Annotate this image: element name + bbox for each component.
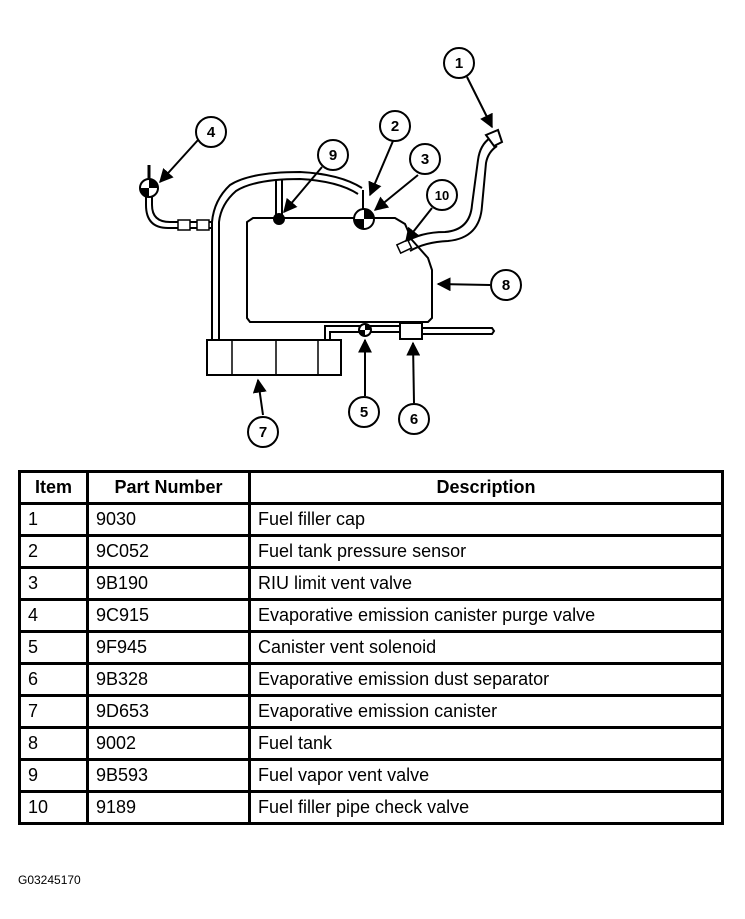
purge-line (145, 195, 212, 229)
cell-part-number: 9C052 (86, 534, 251, 569)
svg-text:2: 2 (391, 118, 399, 135)
cell-part-number: 9189 (86, 790, 251, 825)
cell-description: Canister vent solenoid (248, 630, 724, 665)
svg-text:7: 7 (259, 424, 267, 441)
svg-text:5: 5 (360, 404, 368, 421)
header-description: Description (248, 470, 724, 505)
callout-8: 8 (490, 269, 522, 301)
cell-description: Fuel tank (248, 726, 724, 761)
table-row: 5 9F945 Canister vent solenoid (18, 630, 724, 665)
callout-3: 3 (409, 143, 441, 175)
table-row: 10 9189 Fuel filler pipe check valve (18, 790, 724, 825)
cell-description: Evaporative emission canister purge valv… (248, 598, 724, 633)
fuel-tank (246, 217, 433, 323)
cell-part-number: 9002 (86, 726, 251, 761)
table-row: 1 9030 Fuel filler cap (18, 502, 724, 537)
table-row: 8 9002 Fuel tank (18, 726, 724, 761)
cell-item: 5 (18, 630, 89, 665)
cell-part-number: 9D653 (86, 694, 251, 729)
cell-description: Fuel filler cap (248, 502, 724, 537)
cell-item: 4 (18, 598, 89, 633)
callout-5: 5 (348, 396, 380, 428)
cell-description: Fuel tank pressure sensor (248, 534, 724, 569)
evap-canister (206, 339, 342, 376)
fuel-evap-system-diagram: 1 2 3 4 5 6 7 8 9 10 (139, 47, 522, 448)
callout-7: 7 (247, 416, 279, 448)
svg-text:4: 4 (207, 124, 216, 141)
cell-part-number: 9C915 (86, 598, 251, 633)
cell-item: 8 (18, 726, 89, 761)
dust-separator (399, 322, 423, 340)
cell-item: 9 (18, 758, 89, 793)
cell-description: Evaporative emission canister (248, 694, 724, 729)
cell-item: 6 (18, 662, 89, 697)
cell-part-number: 9030 (86, 502, 251, 537)
cell-part-number: 9B328 (86, 662, 251, 697)
table-row: 6 9B328 Evaporative emission dust separa… (18, 662, 724, 697)
vent-line (324, 325, 400, 340)
table-row: 9 9B593 Fuel vapor vent valve (18, 758, 724, 793)
vapor-vent-valve (273, 213, 285, 225)
cell-description: Fuel filler pipe check valve (248, 790, 724, 825)
cell-description: Evaporative emission dust separator (248, 662, 724, 697)
table-row: 2 9C052 Fuel tank pressure sensor (18, 534, 724, 569)
svg-text:9: 9 (329, 147, 337, 164)
figure-code: G03245170 (18, 873, 81, 887)
svg-text:10: 10 (435, 188, 449, 203)
canister-vent-solenoid (358, 323, 372, 337)
table-row: 7 9D653 Evaporative emission canister (18, 694, 724, 729)
svg-text:3: 3 (421, 151, 429, 168)
callout-1: 1 (443, 47, 475, 79)
callout-9: 9 (317, 139, 349, 171)
limit-vent-valve (353, 208, 375, 230)
cell-item: 10 (18, 790, 89, 825)
cell-item: 2 (18, 534, 89, 569)
cell-part-number: 9B190 (86, 566, 251, 601)
parts-table: Item Part Number Description 1 9030 Fuel… (18, 470, 724, 825)
table-row: 4 9C915 Evaporative emission canister pu… (18, 598, 724, 633)
cell-part-number: 9F945 (86, 630, 251, 665)
svg-text:1: 1 (455, 55, 463, 72)
cell-item: 1 (18, 502, 89, 537)
header-part-number: Part Number (86, 470, 251, 505)
table-header-row: Item Part Number Description (18, 470, 724, 505)
cell-item: 7 (18, 694, 89, 729)
filler-check-valve (395, 238, 413, 255)
callout-6: 6 (398, 403, 430, 435)
cell-part-number: 9B593 (86, 758, 251, 793)
callout-10: 10 (426, 179, 458, 211)
table-row: 3 9B190 RIU limit vent valve (18, 566, 724, 601)
header-item: Item (18, 470, 89, 505)
cell-description: Fuel vapor vent valve (248, 758, 724, 793)
cell-description: RIU limit vent valve (248, 566, 724, 601)
purge-valve (139, 178, 159, 198)
svg-text:8: 8 (502, 277, 510, 294)
svg-text:6: 6 (410, 411, 418, 428)
callout-2: 2 (379, 110, 411, 142)
vapor-line (211, 170, 363, 340)
callout-4: 4 (195, 116, 227, 148)
filler-pipe (403, 137, 491, 244)
cell-item: 3 (18, 566, 89, 601)
